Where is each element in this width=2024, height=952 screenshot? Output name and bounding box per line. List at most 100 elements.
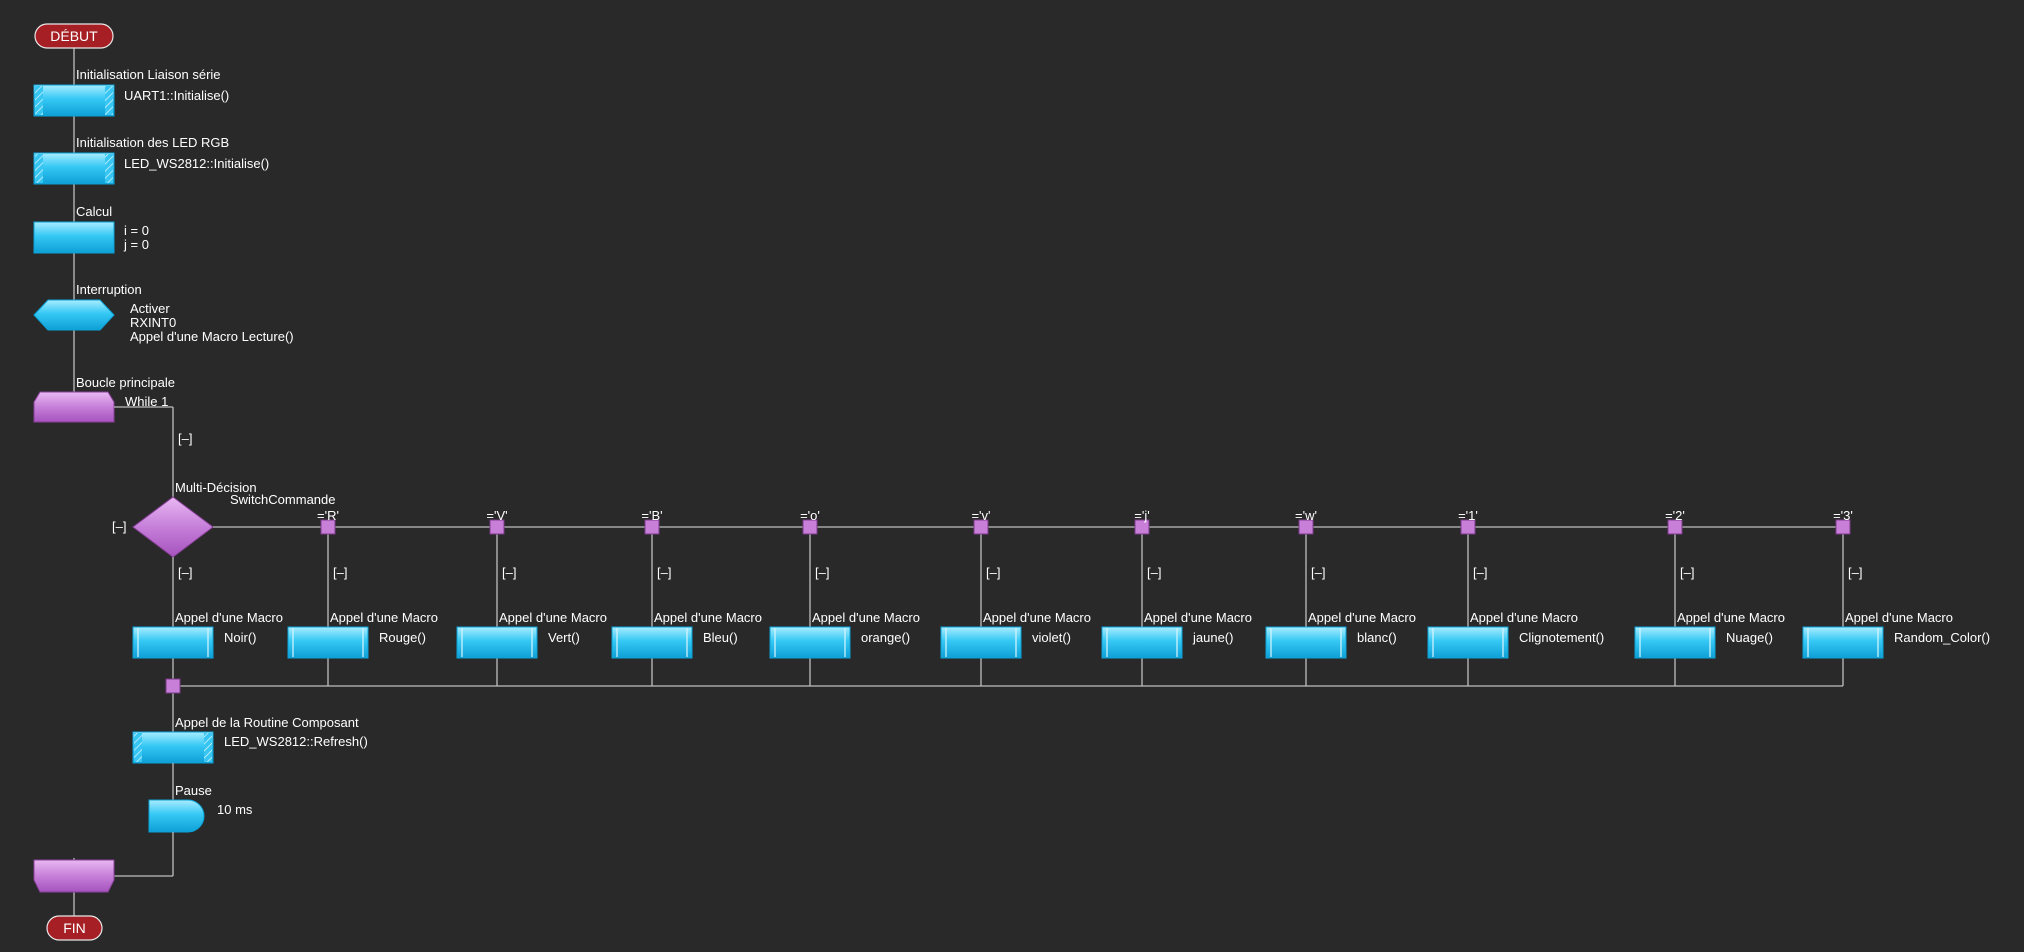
macro-call-title: Appel d'une Macro	[1308, 610, 1416, 625]
end-terminal[interactable]: FIN	[46, 915, 103, 941]
macro-call-title: Appel d'une Macro	[1845, 610, 1953, 625]
macro-call-name: Vert()	[548, 630, 580, 645]
macro-call-icon	[287, 626, 369, 659]
case-node	[1134, 519, 1150, 535]
case-branch-default[interactable]: [–] Appel d'une Macro Noir()	[132, 565, 283, 659]
macro-call-icon	[769, 626, 851, 659]
step-line: Activer	[130, 301, 170, 316]
macro-call-name: Random_Color()	[1894, 630, 1990, 645]
macro-call-icon	[940, 626, 1022, 659]
step-title: Pause	[175, 783, 212, 798]
case-node	[1835, 519, 1851, 535]
macro-call-title: Appel d'une Macro	[983, 610, 1091, 625]
macro-call-name: jaune()	[1192, 630, 1233, 645]
macro-call-title: Appel d'une Macro	[812, 610, 920, 625]
step-title: Calcul	[76, 204, 112, 219]
component-call-icon	[35, 154, 43, 183]
merge-node	[165, 678, 181, 694]
loop-end[interactable]	[33, 859, 115, 893]
macro-call-icon	[1634, 626, 1716, 659]
step-line: RXINT0	[130, 315, 176, 330]
case-node	[489, 519, 505, 535]
branch-collapse-toggle[interactable]: [–]	[1147, 565, 1161, 580]
case-value: ='v'	[971, 508, 990, 523]
start-terminal[interactable]: DÉBUT	[34, 23, 114, 49]
case-node	[1667, 519, 1683, 535]
macro-call-icon	[1427, 626, 1509, 659]
case-node	[1460, 519, 1476, 535]
pause-icon	[148, 799, 205, 833]
macro-call-icon	[132, 626, 214, 659]
loop-condition: While 1	[125, 394, 168, 409]
case-node	[1298, 519, 1314, 535]
case-value: ='o'	[800, 508, 820, 523]
macro-call-name: Bleu()	[703, 630, 738, 645]
case-branches: [–] Appel d'une Macro Noir() ='R'[–]Appe…	[132, 508, 1990, 686]
case-node	[973, 519, 989, 535]
switch-variable: SwitchCommande	[230, 492, 336, 507]
switch-collapse-toggle[interactable]: [–]	[112, 519, 126, 534]
macro-call-name: blanc()	[1357, 630, 1397, 645]
step-title: Initialisation des LED RGB	[76, 135, 229, 150]
step-line: i = 0	[124, 223, 149, 238]
case-value: ='3'	[1833, 508, 1853, 523]
branch-collapse-toggle[interactable]: [–]	[333, 565, 347, 580]
branch-collapse-toggle[interactable]: [–]	[502, 565, 516, 580]
macro-call-title: Appel d'une Macro	[654, 610, 762, 625]
component-call-icon	[105, 154, 113, 183]
macro-call-name: violet()	[1032, 630, 1071, 645]
step-led-init[interactable]: Initialisation des LED RGB LED_WS2812::I…	[33, 135, 269, 185]
macro-call-icon	[1265, 626, 1347, 659]
component-call-icon	[204, 733, 212, 762]
case-node	[320, 519, 336, 535]
macro-call-title: Appel d'une Macro	[175, 610, 283, 625]
step-calcul[interactable]: Calcul i = 0 j = 0	[33, 204, 149, 254]
step-line: UART1::Initialise()	[124, 88, 229, 103]
end-label: FIN	[63, 920, 86, 936]
loop-start[interactable]: Boucle principale While 1	[33, 375, 175, 423]
case-branch[interactable]: ='v' [–] Appel d'une Macro violet()	[940, 508, 1091, 686]
pause-value: 10 ms	[217, 802, 253, 817]
step-uart-init[interactable]: Initialisation Liaison série UART1::Init…	[33, 67, 229, 117]
calculation-icon	[33, 221, 115, 254]
branch-collapse-toggle[interactable]: [–]	[178, 565, 192, 580]
branch-collapse-toggle[interactable]: [–]	[657, 565, 671, 580]
case-value: ='V'	[486, 508, 507, 523]
loop-end-icon	[33, 859, 115, 893]
step-pause[interactable]: Pause 10 ms	[148, 783, 253, 833]
case-value: ='B'	[641, 508, 662, 523]
branch-collapse-toggle[interactable]: [–]	[1680, 565, 1694, 580]
step-refresh[interactable]: Appel de la Routine Composant LED_WS2812…	[132, 715, 368, 764]
macro-call-name: Clignotement()	[1519, 630, 1604, 645]
loop-title: Boucle principale	[76, 375, 175, 390]
macro-call-icon	[456, 626, 538, 659]
start-label: DÉBUT	[50, 28, 98, 44]
branch-collapse-toggle[interactable]: [–]	[1848, 565, 1862, 580]
macro-call-name: Nuage()	[1726, 630, 1773, 645]
step-title: Interruption	[76, 282, 142, 297]
case-value: ='1'	[1458, 508, 1478, 523]
macro-call-icon	[1802, 626, 1884, 659]
macro-call-title: Appel d'une Macro	[1677, 610, 1785, 625]
step-title: Appel de la Routine Composant	[175, 715, 359, 730]
step-title: Initialisation Liaison série	[76, 67, 221, 82]
step-interruption[interactable]: Interruption Activer RXINT0 Appel d'une …	[33, 282, 294, 344]
loop-collapse-toggle[interactable]: [–]	[178, 431, 192, 446]
switch-decision[interactable]: Multi-Décision SwitchCommande	[132, 480, 336, 558]
branch-collapse-toggle[interactable]: [–]	[986, 565, 1000, 580]
case-value: ='j'	[1134, 508, 1149, 523]
branch-collapse-toggle[interactable]: [–]	[1473, 565, 1487, 580]
macro-call-name: Noir()	[224, 630, 257, 645]
component-call-icon	[134, 733, 142, 762]
branch-collapse-toggle[interactable]: [–]	[815, 565, 829, 580]
branch-collapse-toggle[interactable]: [–]	[1311, 565, 1325, 580]
